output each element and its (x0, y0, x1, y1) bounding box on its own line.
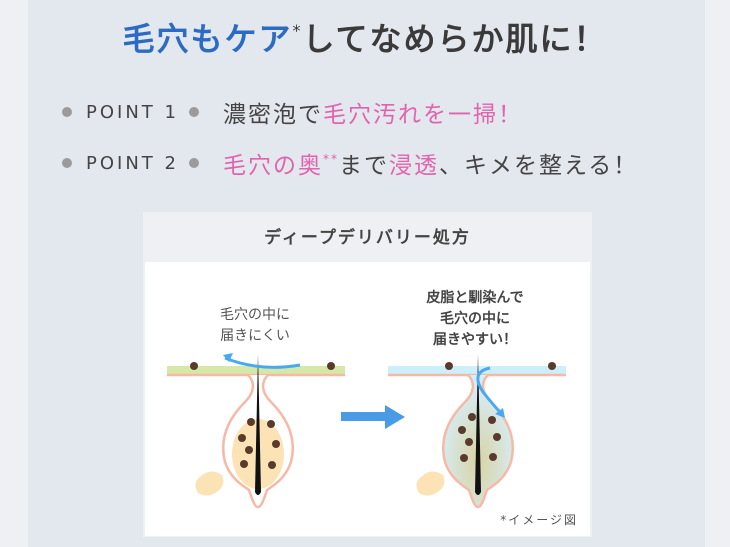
point-label: POINT 1 (86, 101, 179, 123)
headline-dark: してなめらか肌に！ (302, 20, 608, 58)
point-text-highlight: 毛穴汚れを一掃！ (322, 102, 523, 128)
pore-illustration (167, 353, 566, 509)
bullet-icon (188, 158, 199, 168)
card-body: 毛穴の中に届きにくい 皮脂と馴染んで毛穴の中に届きやすい！ *イメージ図 (145, 262, 590, 536)
arrow-right-icon (341, 405, 405, 429)
headline-asterisk: * (292, 21, 303, 40)
headline: 毛穴もケア*してなめらか肌に！ (0, 14, 730, 60)
caption-line: 届きやすい！ (433, 332, 517, 348)
headline-blue: 毛穴もケア (122, 20, 293, 58)
point-1: POINT 1 濃密泡で毛穴汚れを一掃！ (62, 97, 523, 128)
right-caption: 皮脂と馴染んで毛穴の中に届きやすい！ (395, 288, 555, 351)
left-caption: 毛穴の中に届きにくい (185, 305, 325, 347)
caption-line: 毛穴の中に (220, 307, 290, 323)
point-label: POINT 2 (86, 152, 179, 174)
point-sup: ** (322, 152, 339, 166)
card-title: ディープデリバリー処方 (264, 228, 471, 248)
pore-before (167, 353, 345, 509)
bullet-icon (62, 158, 72, 168)
caption-line: 皮脂と馴染んで (426, 290, 524, 306)
bullet-icon (188, 107, 199, 117)
pore-after (388, 354, 566, 509)
point-text: 濃密泡で (222, 102, 323, 128)
bullet-icon (62, 107, 72, 117)
point-text: 、キメを整える！ (438, 153, 639, 179)
point-2: POINT 2 毛穴の奥**まで浸透、キメを整える！ (62, 148, 639, 179)
image-note: *イメージ図 (500, 513, 578, 527)
caption-line: 毛穴の中に (440, 311, 510, 327)
point-text-highlight: 毛穴の奥 (222, 153, 323, 179)
point-text-highlight: 浸透 (388, 153, 439, 179)
caption-line: 届きにくい (220, 328, 290, 344)
illustration-card: ディープデリバリー処方 毛穴の中に届きにくい 皮脂と馴染んで毛穴の中に届きやすい… (143, 212, 592, 537)
point-text: まで (338, 153, 389, 179)
